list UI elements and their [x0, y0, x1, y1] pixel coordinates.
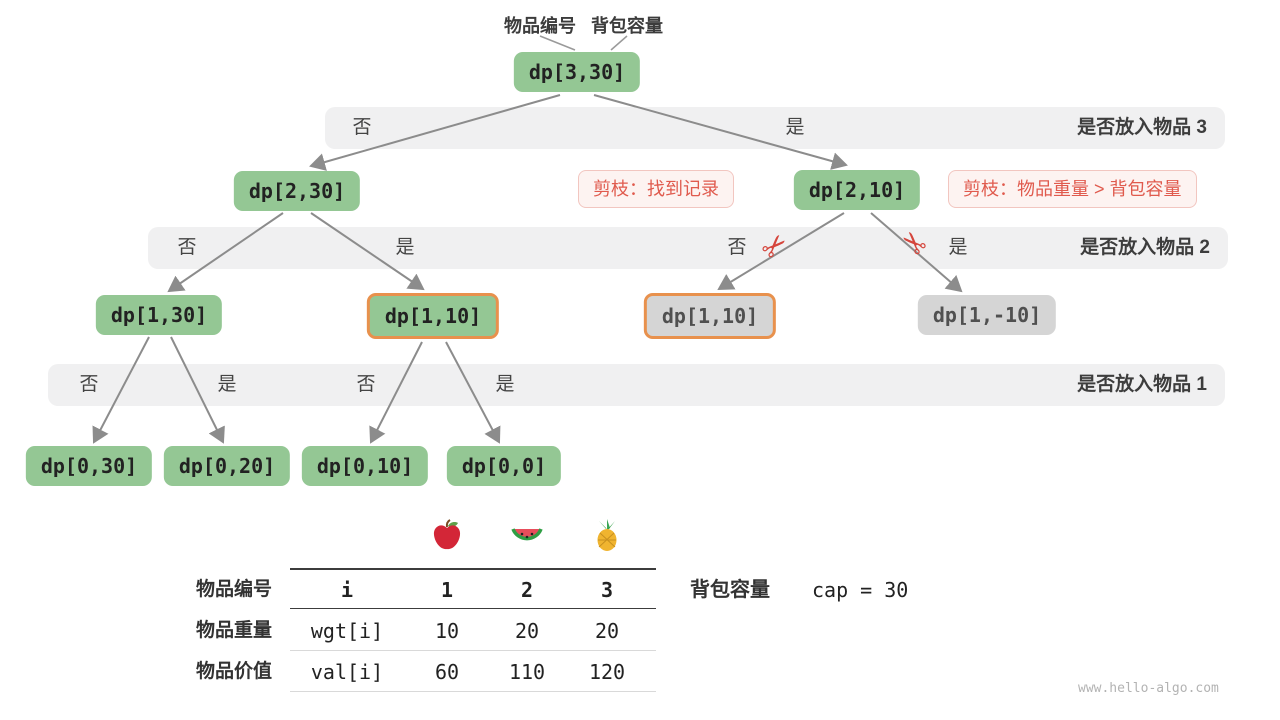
band-item-1: 否 是 否 是 是否放入物品 1 [48, 364, 1225, 406]
node-dp-2-30: dp[2,30] [233, 171, 361, 211]
table-cell: 1 [440, 578, 454, 602]
apple-icon [432, 519, 462, 556]
table-cell: 110 [508, 660, 546, 684]
pineapple-icon [594, 518, 620, 557]
band-item-3: 否 是 是否放入物品 3 [325, 107, 1225, 149]
site-watermark: www.hello-algo.com [1078, 681, 1219, 696]
choice-no-label: 否 [79, 374, 99, 395]
watermelon-icon [511, 523, 543, 556]
node-dp-1-10-highlight: dp[1,10] [366, 293, 500, 339]
table-rowheader-item-index: 物品编号 [195, 579, 272, 600]
table-mid-rule [290, 650, 656, 651]
table-header-rule [290, 608, 656, 609]
item-index-pointer-label: 物品编号 [504, 16, 576, 36]
pointer-lines [539, 35, 628, 51]
choice-yes-label: 是 [495, 374, 515, 395]
node-dp-0-20: dp[0,20] [163, 446, 291, 486]
node-dp-2-10: dp[2,10] [793, 170, 921, 210]
band-question-item-3: 是否放入物品 3 [1077, 117, 1207, 138]
node-dp-0-30: dp[0,30] [25, 446, 153, 486]
node-dp-1-10-pruned: dp[1,10] [643, 293, 777, 339]
table-top-rule [290, 568, 656, 570]
choice-yes-label: 是 [217, 374, 237, 395]
knapsack-capacity-label: 背包容量 [690, 579, 770, 601]
table-cell: 60 [434, 660, 460, 684]
choice-no-label: 否 [356, 374, 376, 395]
table-cell: 3 [600, 578, 614, 602]
choice-yes-label: 是 [948, 237, 968, 258]
table-cell: 20 [594, 619, 620, 643]
band-question-item-2: 是否放入物品 2 [1080, 237, 1210, 258]
choice-no-label: 否 [352, 117, 372, 138]
choice-yes-label: 是 [395, 237, 415, 258]
prune-callout-overweight: 剪枝：物品重量 > 背包容量 [948, 170, 1197, 208]
node-dp-0-10: dp[0,10] [301, 446, 429, 486]
node-dp-1-30: dp[1,30] [95, 295, 223, 335]
choice-no-label: 否 [177, 237, 197, 258]
knapsack-capacity-value: cap = 30 [812, 578, 909, 602]
prune-callout-memo: 剪枝：找到记录 [578, 170, 734, 208]
choice-yes-label: 是 [785, 117, 805, 138]
table-rowheader-item-weight: 物品重量 [195, 620, 272, 641]
band-question-item-1: 是否放入物品 1 [1077, 374, 1207, 395]
capacity-pointer-label: 背包容量 [591, 16, 663, 36]
table-cell: 2 [520, 578, 534, 602]
table-cell: i [340, 578, 354, 602]
node-dp-3-30: dp[3,30] [513, 52, 641, 92]
choice-no-label: 否 [727, 237, 747, 258]
table-bottom-rule [290, 691, 656, 692]
table-cell: wgt[i] [310, 619, 384, 643]
band-item-2: 否 是 否 是 是否放入物品 2 [148, 227, 1228, 269]
table-cell: val[i] [310, 660, 384, 684]
node-dp-1-neg10-pruned: dp[1,-10] [917, 295, 1057, 335]
table-rowheader-item-value: 物品价值 [195, 661, 272, 682]
table-cell: 120 [588, 660, 626, 684]
node-dp-0-0: dp[0,0] [446, 446, 562, 486]
table-cell: 20 [514, 619, 540, 643]
table-cell: 10 [434, 619, 460, 643]
